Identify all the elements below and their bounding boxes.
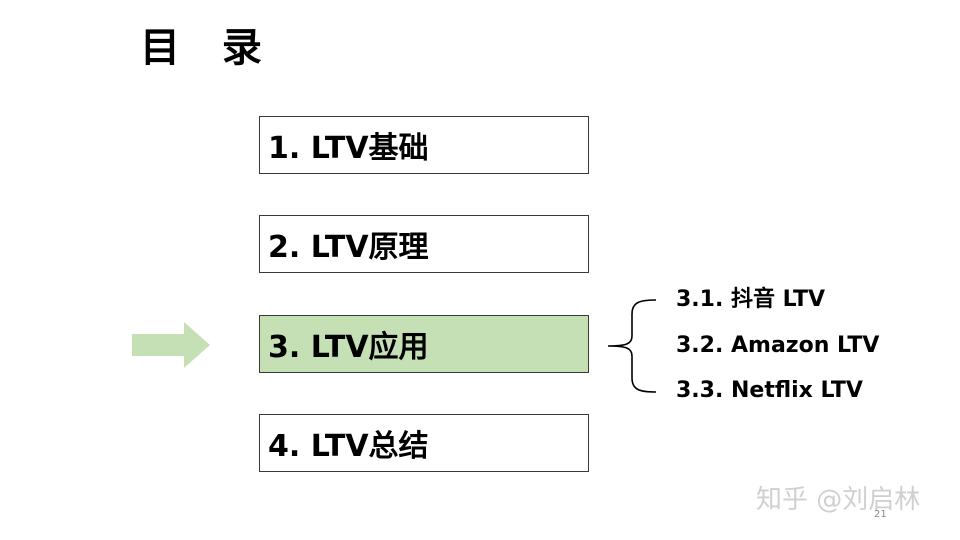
toc-item-label: 2. LTV原理	[268, 230, 429, 265]
toc-item-label: 3. LTV应用	[268, 330, 429, 365]
subitem-amazon-ltv[interactable]: 3.2. Amazon LTV	[676, 333, 880, 358]
toc-item-1[interactable]: 1. LTV基础	[259, 116, 589, 174]
toc-item-label: 1. LTV基础	[268, 131, 429, 166]
page-number: 21	[874, 509, 887, 520]
toc-item-3-active[interactable]: 3. LTV应用	[259, 315, 589, 373]
toc-item-label: 4. LTV总结	[268, 429, 429, 464]
toc-item-2[interactable]: 2. LTV原理	[259, 215, 589, 273]
watermark: 知乎 @刘启林	[756, 485, 921, 515]
slide-title: 目 录	[140, 25, 276, 71]
curly-brace-icon	[607, 299, 657, 393]
subitem-netflix-ltv[interactable]: 3.3. Netflix LTV	[676, 378, 863, 403]
toc-item-4[interactable]: 4. LTV总结	[259, 414, 589, 472]
subitem-douyin-ltv[interactable]: 3.1. 抖音 LTV	[676, 287, 826, 312]
right-arrow-icon	[132, 322, 210, 368]
